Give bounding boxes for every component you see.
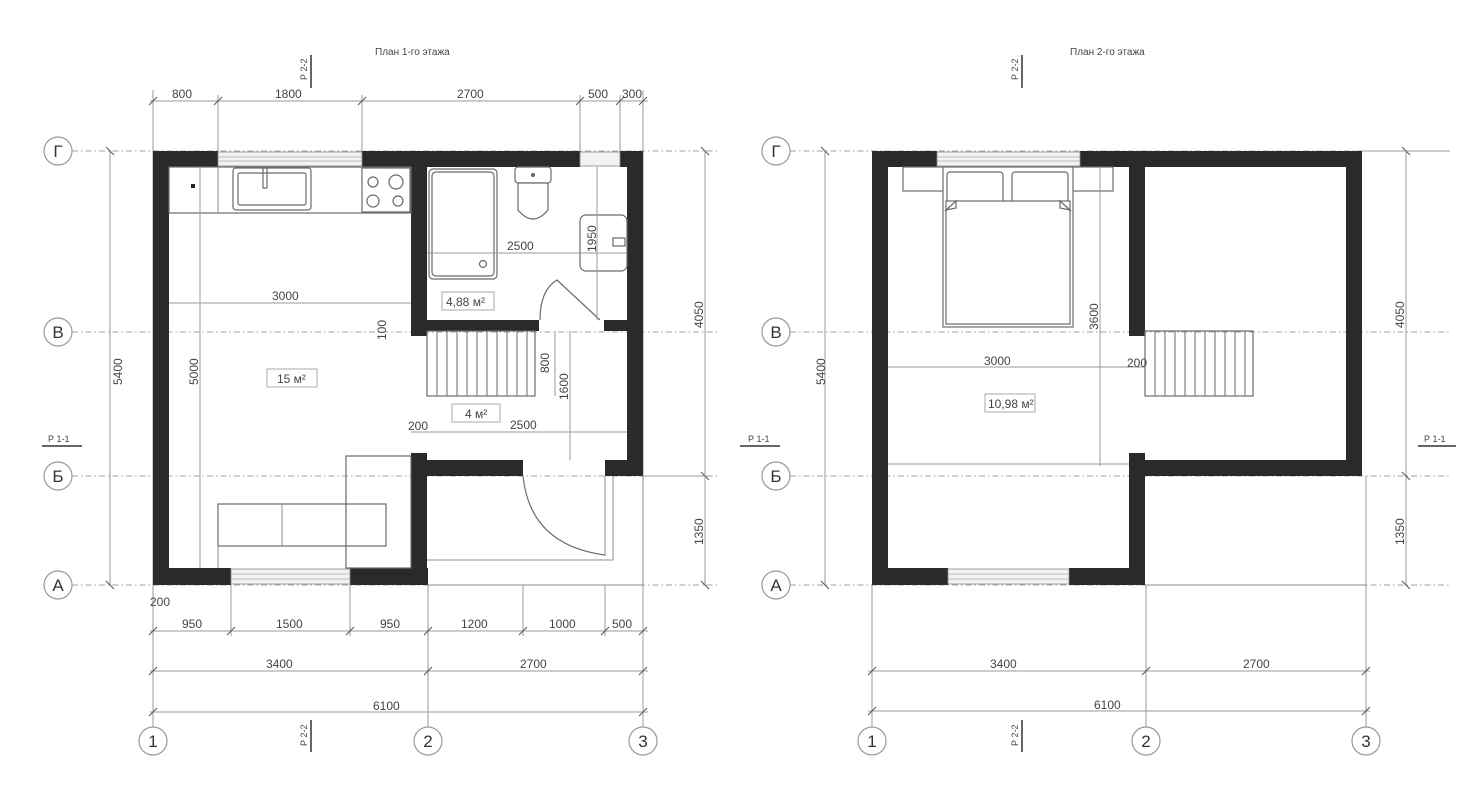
axis-bubble-row-b-2: Б [761,461,791,491]
dim-right-2-2: 1350 [1393,518,1407,545]
axis-bubble-row-v-2: В [761,317,791,347]
plan-first-floor: План 1-го этажа Р 2-2 800 1800 2700 500 … [42,47,720,756]
section-mark-bottom-2: Р 2-2 [1010,724,1020,746]
dim-bottom-2: 1500 [276,617,303,631]
plan-2-title: План 2-го этажа [1070,47,1145,58]
svg-text:1: 1 [867,732,876,751]
svg-text:А: А [52,576,64,595]
axis-bubble-col-3: 3 [628,726,658,756]
dim-left-total-2: 5400 [814,358,828,385]
dim-bottom-6: 500 [612,617,632,631]
svg-text:Б: Б [52,467,63,486]
dim-bottom-5: 1000 [549,617,576,631]
area-living: 15 м² [277,372,306,386]
dim-wall-offset: 100 [375,320,389,340]
dim-span-1-2: 3400 [990,657,1017,671]
area-hall: 4 м² [465,407,487,421]
section-mark-side: Р 1-1 [48,434,70,444]
dim-wall-thickness: 200 [150,595,170,609]
plan-1-title: План 1-го этажа [375,47,450,58]
dim-top-3: 2700 [457,87,484,101]
dim-right-2: 1350 [692,518,706,545]
svg-text:2: 2 [1141,732,1150,751]
section-mark-left-2: Р 1-1 [748,434,770,444]
axis-bubble-col-1: 1 [138,726,168,756]
dim-span-1: 3400 [266,657,293,671]
dim-stair-width: 800 [538,353,552,373]
svg-text:3: 3 [1361,732,1370,751]
dim-bath-height: 1950 [585,225,599,252]
axis-bubble-col-1-2: 1 [857,726,887,756]
axis-bubble-row-b: Б [43,461,73,491]
svg-text:Г: Г [771,142,780,161]
dim-kitchen-height: 5000 [187,358,201,385]
svg-text:3: 3 [638,732,647,751]
dim-room-height: 3600 [1087,303,1101,330]
axis-bubble-row-a-2: А [761,570,791,600]
axis-bubble-row-g-2: Г [761,136,791,166]
dim-top-4: 500 [588,87,608,101]
axis-bubble-col-2-2: 2 [1131,726,1161,756]
dim-hall-wall: 200 [408,419,428,433]
dim-top-2: 1800 [275,87,302,101]
section-mark-top: Р 2-2 [299,58,309,80]
dim-top-1: 800 [172,87,192,101]
dim-top-5: 300 [622,87,642,101]
dim-hall-width: 2500 [510,418,537,432]
svg-text:В: В [52,323,63,342]
axis-bubble-row-v: В [43,317,73,347]
section-mark-top-2: Р 2-2 [1010,58,1020,80]
dim-total-width: 6100 [373,699,400,713]
dim-bottom-4: 1200 [461,617,488,631]
plan-second-floor: План 2-го этажа Р 2-2 5400 4050 1350 [740,47,1456,756]
dim-left-total: 5400 [111,358,125,385]
svg-text:2: 2 [423,732,432,751]
dim-wall-2: 200 [1127,356,1147,370]
dim-room-width: 3000 [984,354,1011,368]
axis-bubble-col-3-2: 3 [1351,726,1381,756]
svg-text:В: В [770,323,781,342]
section-mark-bottom: Р 2-2 [299,724,309,746]
dim-right-1-2: 4050 [1393,301,1407,328]
svg-text:Б: Б [770,467,781,486]
dim-bottom-1: 950 [182,617,202,631]
dim-total-width-2: 6100 [1094,698,1121,712]
svg-text:Г: Г [53,142,62,161]
dim-bath-width: 2500 [507,239,534,253]
svg-text:А: А [770,576,782,595]
dim-kitchen-width: 3000 [272,289,299,303]
axis-bubble-row-g: Г [43,136,73,166]
area-bedroom: 10,98 м² [988,397,1034,411]
section-mark-right-2: Р 1-1 [1424,434,1446,444]
svg-text:1: 1 [148,732,157,751]
dim-span-2-2: 2700 [1243,657,1270,671]
axis-bubble-col-2: 2 [413,726,443,756]
axis-bubble-row-a: А [43,570,73,600]
dim-hall-height: 1600 [557,373,571,400]
dim-bottom-3: 950 [380,617,400,631]
dim-right-1: 4050 [692,301,706,328]
area-bath: 4,88 м² [446,295,485,309]
dim-span-2: 2700 [520,657,547,671]
